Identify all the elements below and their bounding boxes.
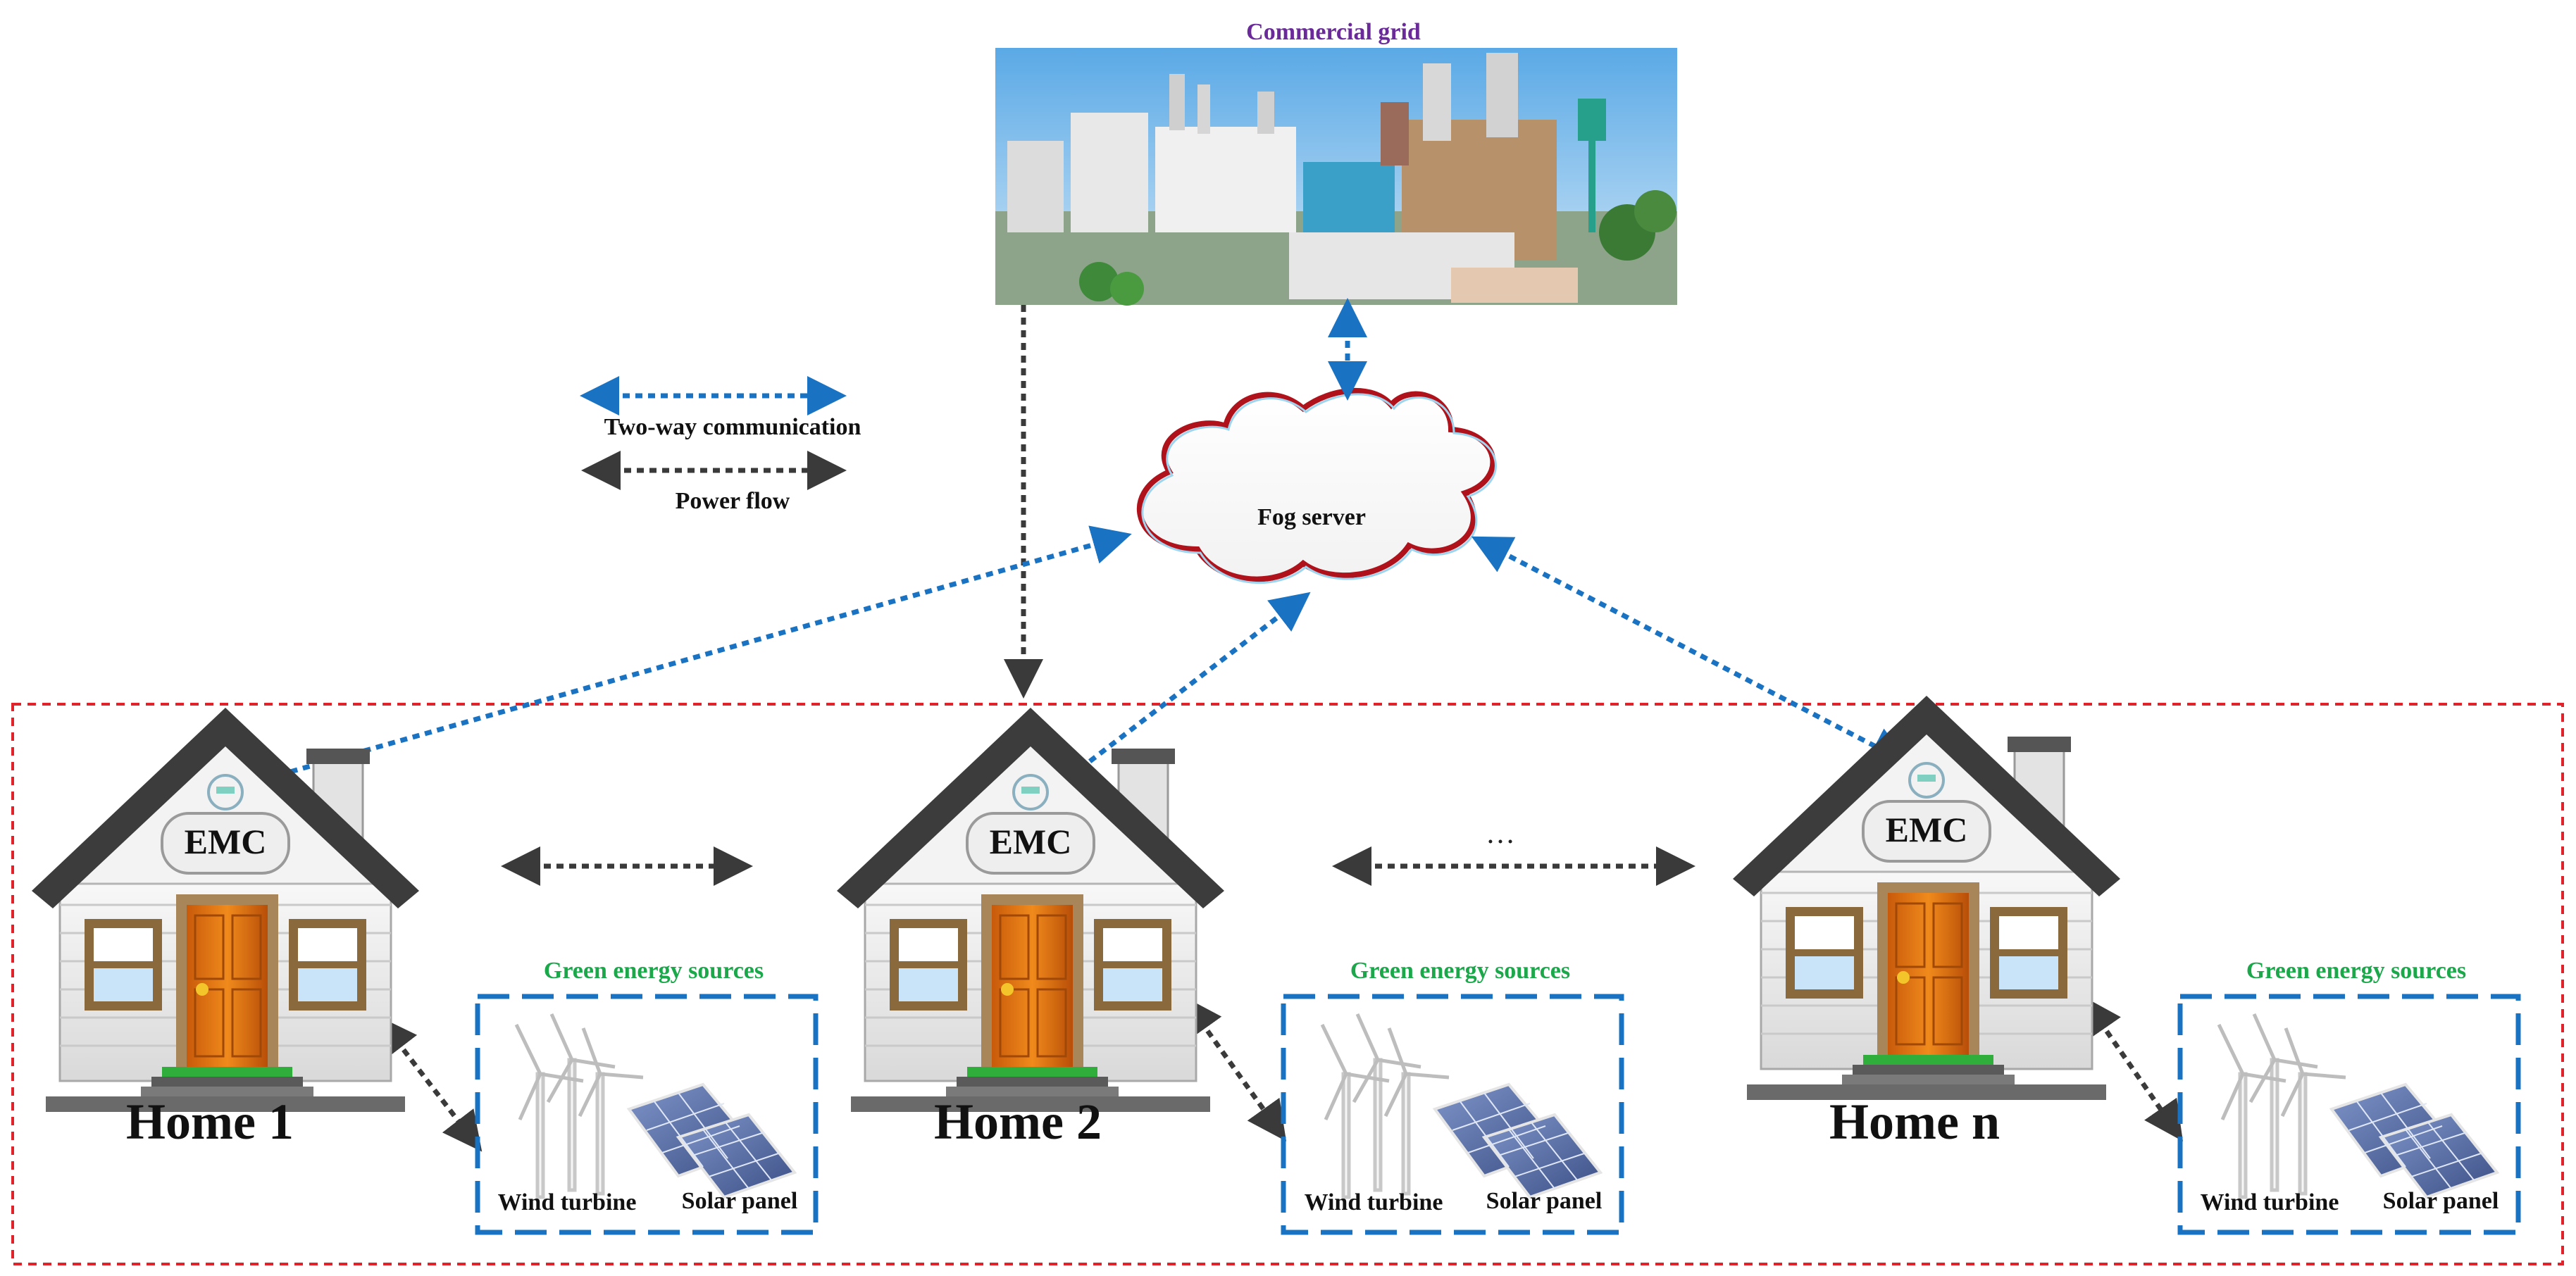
home2-sources-power-arrow <box>1182 996 1287 1141</box>
home-n-solar-panel-label: Solar panel <box>2383 1188 2499 1214</box>
home-2-wind-turbine-label: Wind turbine <box>1305 1189 1443 1215</box>
home-1: EMC Home 1 <box>30 706 421 1150</box>
fog-home2-communication-arrow <box>1045 592 1311 796</box>
home-2-emc-label: EMC <box>990 822 1072 861</box>
home-n-emc-label: EMC <box>1886 810 1968 849</box>
legend-communication-label: Two-way communication <box>604 414 861 440</box>
homes-region-border <box>11 703 2564 1265</box>
fog-home1-communication-arrow <box>220 525 1132 800</box>
home-n-wind-turbine-label: Wind turbine <box>2201 1189 2339 1215</box>
legend-power-label: Power flow <box>676 488 790 514</box>
home-n-label: Home n <box>1829 1094 2000 1150</box>
homen-sources-power-arrow <box>2082 996 2183 1141</box>
home-n-green-sources: Green energy sources Wind turbine Solar … <box>2180 958 2518 1232</box>
home-1-solar-panel-label: Solar panel <box>682 1188 798 1214</box>
home-2-solar-panel-label: Solar panel <box>1486 1188 1603 1214</box>
home-1-wind-turbine-label: Wind turbine <box>498 1189 637 1215</box>
power-plant-image <box>995 48 1677 306</box>
home-1-green-sources-title: Green energy sources <box>544 958 764 984</box>
home-2-label: Home 2 <box>934 1094 1102 1150</box>
home-2-green-sources: Green energy sources Wind turbine Solar … <box>1283 958 1622 1232</box>
fog-server-cloud <box>1137 387 1496 582</box>
home-2: EMC Home 2 <box>835 706 1226 1150</box>
home-1-green-sources: Green energy sources Wind turbine Solar … <box>478 958 816 1232</box>
home-1-label: Home 1 <box>126 1094 294 1150</box>
fog-homen-communication-arrow <box>1471 536 1910 765</box>
grid-label: Commercial grid <box>1246 19 1421 45</box>
homes-ellipsis: … <box>1486 818 1515 850</box>
home1-sources-power-arrow <box>377 1015 483 1152</box>
home-n: EMC Home n <box>1731 694 2122 1150</box>
home-n-green-sources-title: Green energy sources <box>2246 958 2466 984</box>
home-1-emc-label: EMC <box>185 822 267 861</box>
fog-server-label: Fog server <box>1257 504 1366 530</box>
home-2-green-sources-title: Green energy sources <box>1350 958 1570 984</box>
